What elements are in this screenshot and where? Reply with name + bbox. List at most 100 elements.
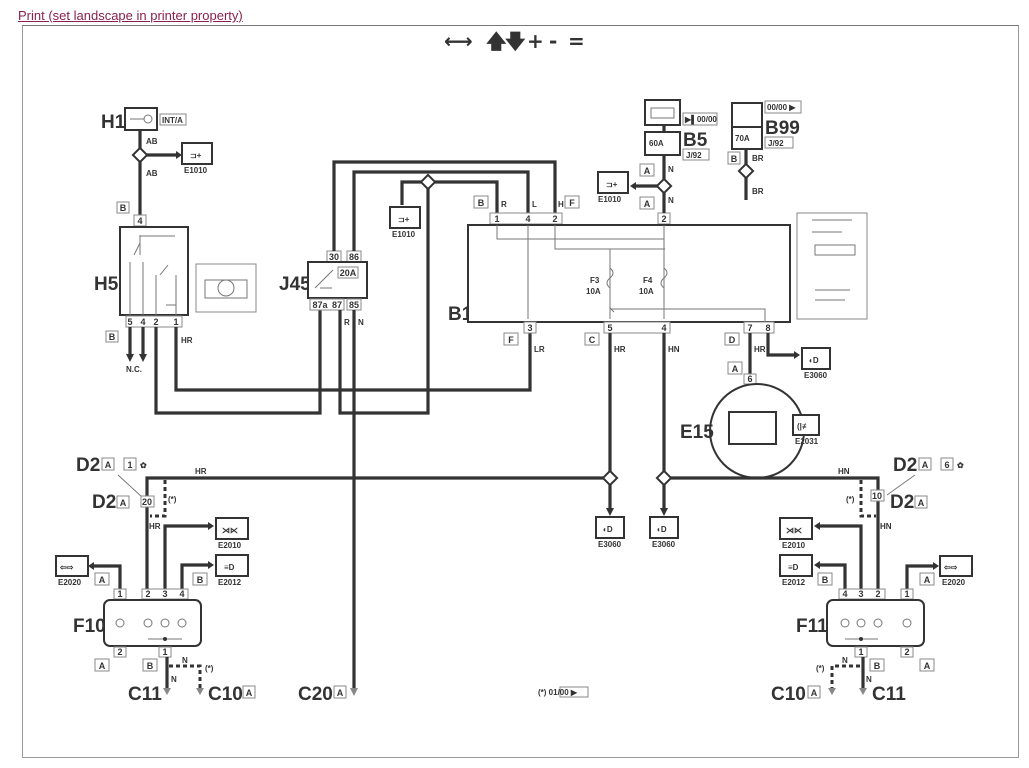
diagram-label: F4 <box>643 276 653 285</box>
diagram-label: 1 <box>904 589 909 599</box>
zoom-in-button[interactable]: + <box>527 29 544 53</box>
diagram-label: 3 <box>858 589 863 599</box>
diagram-label: F <box>569 198 575 208</box>
ground-e1010: ⊐+ E1010 <box>389 206 421 239</box>
diagram-line <box>830 664 860 690</box>
diagram-line <box>933 562 939 570</box>
diagram-label: INT/A <box>162 116 183 125</box>
diagram-label: 20 <box>142 497 152 507</box>
diagram-line <box>143 618 153 628</box>
arrow-down-icon[interactable]: 🡇 <box>505 29 526 53</box>
key-icon <box>130 114 153 124</box>
diagram-frame <box>22 25 1019 758</box>
diagram-line <box>88 562 94 570</box>
diagram-label: J45 <box>279 274 311 295</box>
diagram-label: HR <box>149 522 161 531</box>
diagram-label: HN <box>838 467 850 476</box>
diagram-label: L <box>532 200 537 209</box>
diagram-line <box>727 361 743 375</box>
diagram-label: 1 <box>858 647 863 657</box>
diagram-line <box>333 685 347 699</box>
diagram-label: N <box>182 656 188 665</box>
diagram-label: R <box>344 318 350 327</box>
arrow-up-icon[interactable]: 🡅 <box>486 29 507 53</box>
diagram-line <box>727 151 741 165</box>
lamp-e2010: ⋊⋉E2010 <box>215 517 249 550</box>
diagram-line <box>116 495 130 509</box>
diagram-label: D2 <box>76 455 100 476</box>
diagram-label: ⋊⋉ <box>786 526 802 535</box>
diagram-label: C20 <box>298 684 333 705</box>
diagram-line <box>728 411 777 445</box>
diagram-label: F11 <box>796 616 828 637</box>
diagram-line <box>117 474 143 498</box>
diagram-line <box>854 646 868 658</box>
diagram-label: B <box>478 198 485 208</box>
diagram-line <box>177 618 187 628</box>
diagram-label: ⋊⋉ <box>222 526 238 535</box>
diagram-label: A <box>922 460 929 470</box>
diagram-line <box>140 495 155 508</box>
pan-horizontal-icon[interactable]: ⟷ <box>444 29 473 53</box>
diagram-label: B99 <box>765 118 800 139</box>
diagram-line <box>119 226 189 316</box>
lamp-e3060: ◖D E3060 <box>595 516 625 549</box>
diagram-line <box>869 658 885 672</box>
diagram-line <box>94 572 110 586</box>
zoom-out-button[interactable]: - <box>549 29 557 53</box>
diagram-label: F10 <box>73 616 106 637</box>
diagram-label: 4 <box>179 589 184 599</box>
diagram-label: ◖D <box>656 525 667 534</box>
diagram-label: 3 <box>527 323 532 333</box>
diagram-label: 10 <box>872 491 882 501</box>
diagram-label: 86 <box>349 252 359 262</box>
b1-location-inset <box>796 212 868 320</box>
diagram-line <box>131 146 149 164</box>
diagram-label: F <box>508 335 514 345</box>
diagram-label: ⊐+ <box>398 215 410 224</box>
lamp-e3060: ◖D E3060 <box>801 347 831 380</box>
diagram-line <box>473 195 489 209</box>
diagram-label: E1010 <box>184 166 208 175</box>
diagram-label: 10A <box>586 287 601 296</box>
instrument-e15: E15 (|≢ E2031 <box>680 383 820 479</box>
diagram-line <box>918 457 932 471</box>
diagram-label: 1 <box>494 214 499 224</box>
diagram-label: N <box>842 656 848 665</box>
diagram-line <box>180 563 210 600</box>
diagram-line <box>902 618 912 628</box>
diagram-line <box>159 113 187 126</box>
diagram-line <box>176 151 182 159</box>
diagram-line <box>196 688 204 695</box>
diagram-line <box>606 267 668 289</box>
diagram-line <box>828 688 836 695</box>
print-link[interactable]: Print (set landscape in printer property… <box>18 8 243 23</box>
diagram-line <box>764 100 802 114</box>
diagram-label: 4 <box>140 317 145 327</box>
diagram-label: 2 <box>145 589 150 599</box>
diagram-label: 70A <box>735 134 750 143</box>
diagram-line <box>743 321 775 334</box>
diagram-label: E3060 <box>652 540 676 549</box>
diagram-label: A <box>924 575 931 585</box>
diagram-label: N.C. <box>126 365 142 374</box>
diagram-label: B <box>731 154 738 164</box>
diagram-line <box>559 686 589 698</box>
diagram-label: 4 <box>525 214 530 224</box>
diagram-label: D2 <box>890 492 914 513</box>
diagram-label: 2 <box>661 214 666 224</box>
diagram-line <box>169 664 202 690</box>
reset-view-button[interactable]: = <box>568 29 585 53</box>
diagram-label: D2 <box>893 455 917 476</box>
diagram-label: 6 <box>944 460 949 470</box>
diagram-label: 2 <box>552 214 557 224</box>
diagram-line <box>467 224 791 323</box>
diagram-line <box>163 637 167 641</box>
diagram-line <box>919 572 935 586</box>
diagram-line <box>181 142 213 165</box>
